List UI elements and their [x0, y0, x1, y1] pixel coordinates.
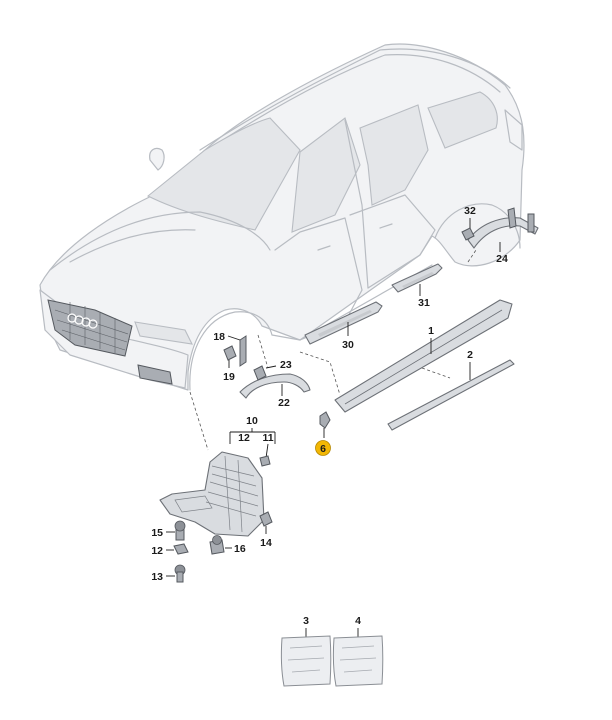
- callout-11: 11: [262, 432, 273, 444]
- hood-line: [49, 211, 271, 271]
- part-32-clip: 32: [461, 205, 476, 241]
- part-30-entry-trim: 30: [304, 301, 383, 351]
- front-door-handle: [317, 245, 331, 251]
- side-mirror: [149, 147, 165, 171]
- part-15-screw: 15: [151, 520, 186, 541]
- roof-rail: [214, 54, 501, 146]
- grille-pattern: [54, 302, 129, 353]
- rear-door-handle: [379, 223, 393, 229]
- part-24-arch-trim: 24: [467, 207, 539, 265]
- callout-19: 19: [223, 371, 235, 383]
- callout-12b: 12: [151, 545, 163, 557]
- callout-6: 6: [320, 443, 326, 455]
- callout-1: 1: [428, 325, 434, 337]
- callout-3: 3: [303, 615, 309, 627]
- callout-16: 16: [234, 543, 246, 555]
- part-10-wheel-liner-group: 10 12 11: [229, 415, 276, 467]
- headlight: [134, 321, 193, 345]
- part-16-clip: 16: [209, 535, 246, 555]
- part-3-bag: 3: [280, 615, 332, 687]
- rocker-line: [271, 264, 433, 341]
- part-6-clip: 6: [315, 411, 331, 456]
- brand-logo: [67, 313, 98, 329]
- rear-door-outline: [349, 194, 436, 289]
- part-4-bag: 4: [332, 615, 384, 687]
- part-wheel-liner: [159, 451, 265, 537]
- b-pillar: [344, 119, 369, 289]
- rear-side-window: [359, 104, 429, 206]
- callout-12a: 12: [238, 432, 250, 444]
- highlight-marker: [315, 440, 331, 456]
- air-intake: [137, 364, 173, 385]
- front-wheel-arch: [189, 311, 273, 391]
- callout-2: 2: [467, 349, 473, 361]
- guide-lines: [189, 249, 477, 451]
- part-22-arch-trim: 22: [239, 373, 311, 409]
- callout-13: 13: [151, 571, 163, 583]
- part-2-trim-strip: 2: [387, 349, 515, 431]
- callout-23: 23: [280, 359, 292, 371]
- part-19-clip: 19: [223, 345, 237, 383]
- tail-light: [504, 109, 523, 151]
- callout-30: 30: [342, 339, 354, 351]
- callout-31: 31: [418, 297, 430, 309]
- roof-line: [199, 48, 511, 151]
- callout-22: 22: [278, 397, 290, 409]
- part-31-entry-trim: 31: [391, 263, 443, 309]
- callout-14: 14: [260, 537, 272, 549]
- callout-32: 32: [464, 205, 476, 217]
- car-body: [39, 43, 525, 391]
- part-11-clip: [259, 455, 271, 467]
- callout-15: 15: [151, 527, 163, 539]
- part-14-screw: 14: [259, 511, 273, 549]
- hood-crease: [69, 229, 196, 263]
- callout-18: 18: [213, 331, 225, 343]
- part-1-sill-panel: 1: [334, 299, 513, 413]
- callout-10: 10: [246, 415, 258, 427]
- quarter-window: [427, 91, 498, 149]
- callout-24: 24: [496, 253, 508, 265]
- callout-4: 4: [355, 615, 361, 627]
- front-side-window: [291, 117, 361, 233]
- part-23-clip: 23: [253, 359, 292, 381]
- part-18-bracket: 18: [213, 331, 247, 367]
- part-12-nut: 12: [151, 543, 189, 557]
- front-grille: [47, 299, 133, 357]
- part-13-bolt: 13: [151, 564, 186, 583]
- rear-wheel-arch: [434, 203, 521, 249]
- windshield: [146, 117, 301, 231]
